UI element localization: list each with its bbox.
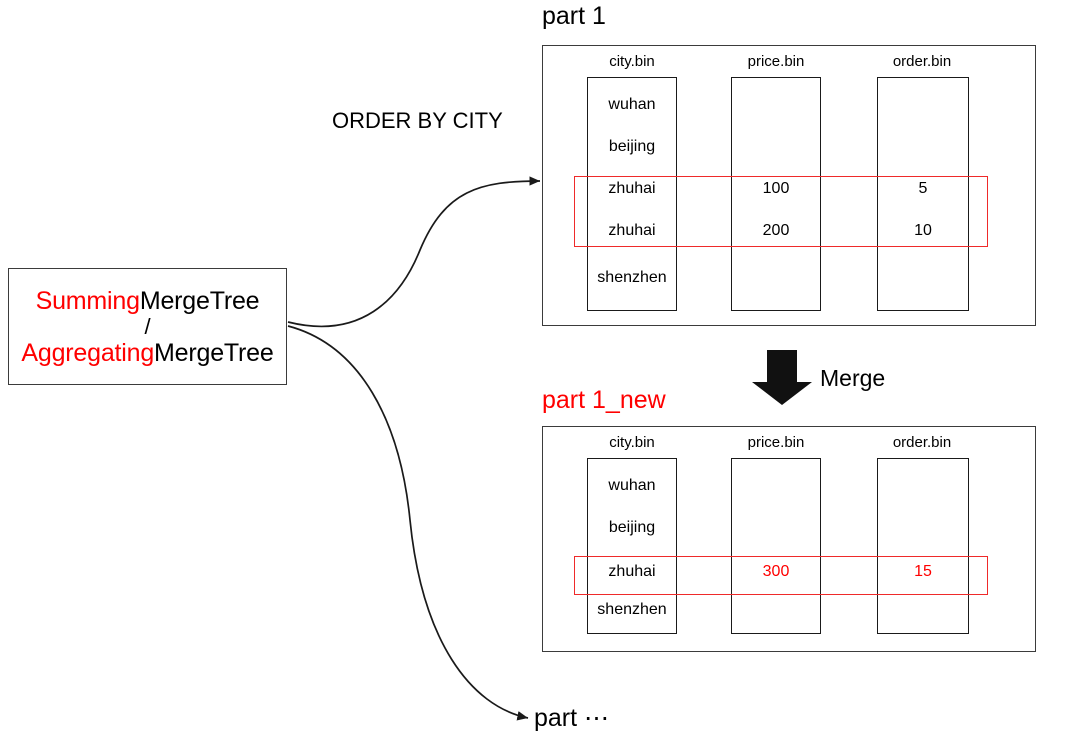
part-1-cell-0-2: zhuhai [608, 180, 656, 197]
part-1-col-2-box[interactable]: 5 10 [877, 77, 969, 311]
order-by-city-label: ORDER BY CITY [332, 108, 503, 133]
part-1-new-col-2-header: order.bin [892, 434, 952, 451]
part-1-box[interactable]: city.bin price.bin order.bin wuhan beiji… [542, 45, 1036, 326]
part-1-cell-0-1: beijing [608, 138, 656, 155]
part-1-new-title: part 1_new [542, 386, 666, 414]
part-1-col-0-box[interactable]: wuhan beijing zhuhai zhuhai shenzhen [587, 77, 677, 311]
engine-separator: / [144, 313, 151, 339]
part-1-cell-0-4: shenzhen [597, 269, 667, 286]
engine-mergetree-suffix-2: MergeTree [154, 338, 274, 367]
edge-to-part-1 [287, 176, 541, 328]
part-1-new-cell-0-0: wuhan [608, 477, 656, 494]
part-1-col-1-box[interactable]: 100 200 [731, 77, 821, 311]
part-1-cell-1-2: 100 [762, 180, 790, 197]
engine-aggregating-keyword: Aggregating [21, 338, 155, 367]
engine-mergetree-suffix-1: MergeTree [139, 286, 260, 315]
merge-arrow-icon [752, 350, 812, 405]
part-1-new-cell-0-3: shenzhen [597, 601, 667, 618]
part-1-title: part 1 [542, 2, 606, 30]
edge-to-part-tail [287, 325, 529, 721]
part-1-col-2-header: order.bin [892, 53, 952, 70]
part-1-col-1-header: price.bin [747, 53, 805, 70]
part-1-new-col-2-box[interactable]: 15 [877, 458, 969, 634]
part-1-highlight-rect [574, 176, 988, 247]
source-engine-box[interactable]: SummingMergeTree / AggregatingMergeTree [8, 268, 287, 385]
part-ellipsis-label: part ⋯ [534, 704, 610, 732]
engine-summing-keyword: Summing [35, 286, 140, 315]
part-1-new-col-1-box[interactable]: 300 [731, 458, 821, 634]
engine-summing-label: SummingMergeTree [36, 286, 260, 316]
part-1-new-col-1-header: price.bin [747, 434, 805, 451]
part-1-new-col-0-box[interactable]: wuhan beijing zhuhai shenzhen [587, 458, 677, 634]
part-1-new-col-0-header: city.bin [609, 434, 655, 451]
part-1-cell-2-3: 10 [914, 222, 932, 239]
part-1-new-cell-1-2: 300 [762, 563, 790, 580]
part-1-cell-2-2: 5 [918, 180, 928, 197]
part-1-col-0-header: city.bin [609, 53, 655, 70]
part-1-new-cell-0-2: zhuhai [608, 563, 656, 580]
part-1-new-highlight-rect [574, 556, 988, 595]
part-1-new-cell-2-2: 15 [914, 563, 932, 580]
part-1-cell-1-3: 200 [762, 222, 790, 239]
merge-label: Merge [820, 365, 886, 391]
engine-aggregating-label: AggregatingMergeTree [21, 338, 273, 368]
part-1-new-cell-0-1: beijing [608, 519, 656, 536]
part-1-cell-0-0: wuhan [608, 96, 656, 113]
part-1-cell-0-3: zhuhai [608, 222, 656, 239]
part-1-new-box[interactable]: city.bin price.bin order.bin wuhan beiji… [542, 426, 1036, 652]
